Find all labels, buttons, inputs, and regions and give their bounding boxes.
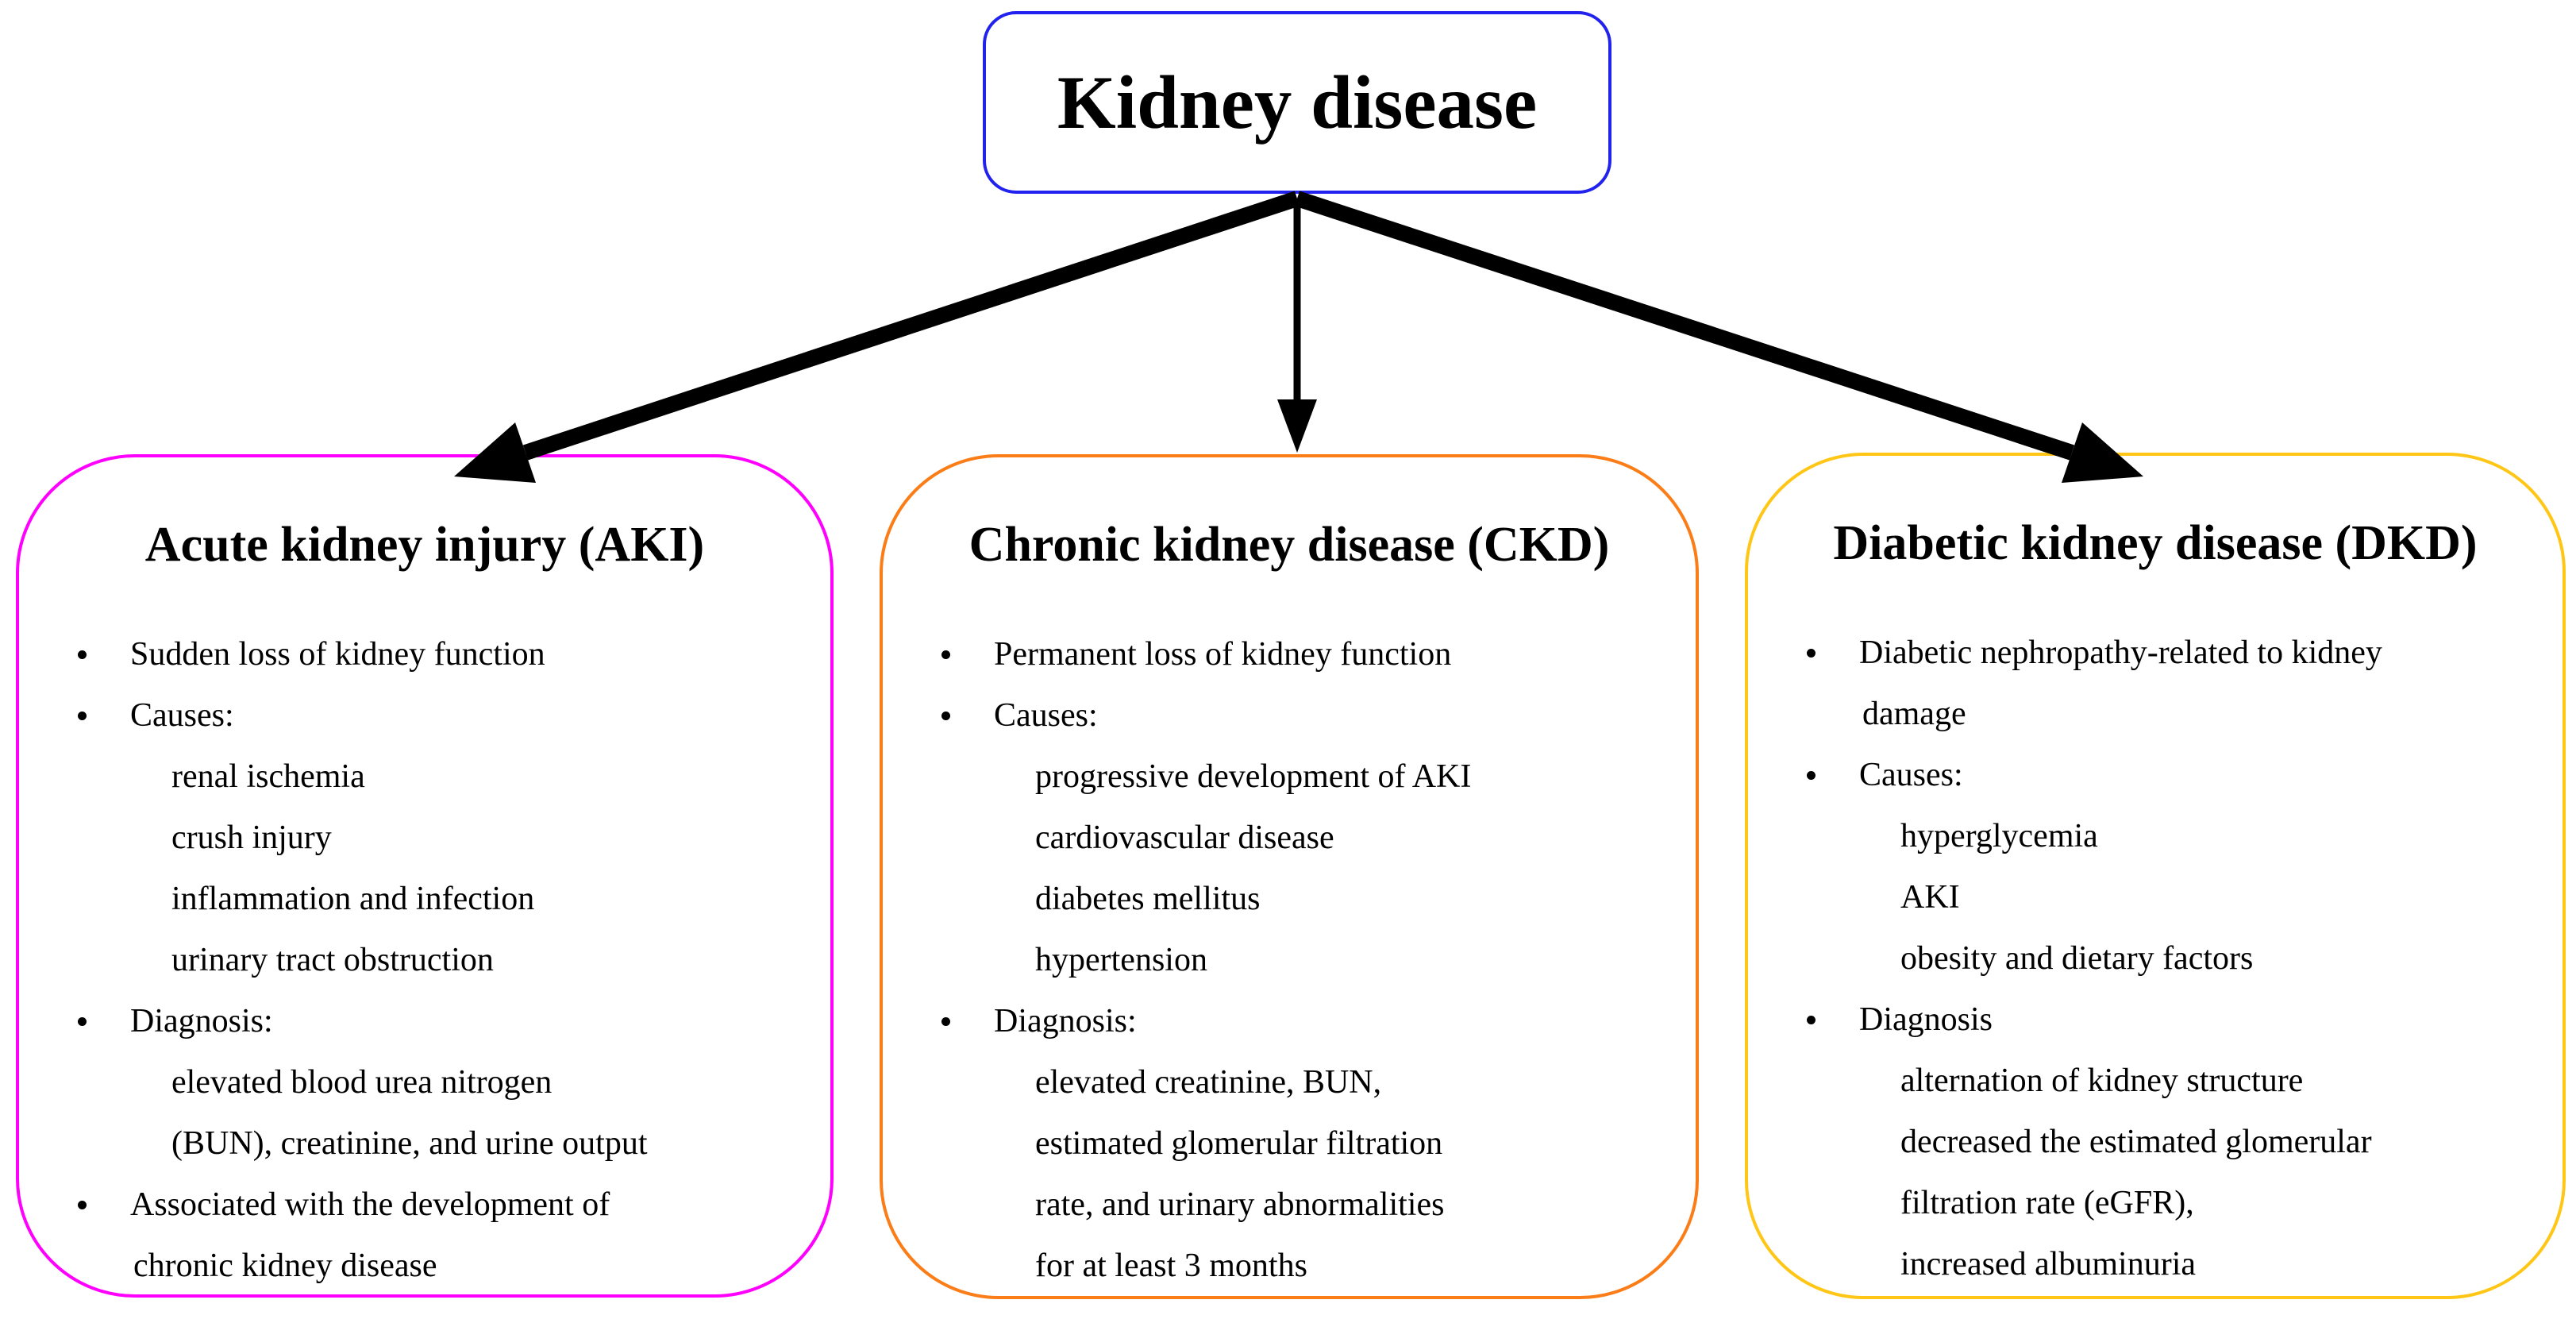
- list-item: Diagnosis: [1748, 989, 2563, 1051]
- list-item: Causes:: [883, 685, 1696, 746]
- branch-box-aki: Acute kidney injury (AKI) Sudden loss of…: [16, 454, 834, 1298]
- list-item: Diabetic nephropathy-related to kidney: [1748, 623, 2563, 684]
- list-item: estimated glomerular filtration: [1035, 1125, 1443, 1162]
- root-box-kidney-disease: Kidney disease: [983, 11, 1611, 194]
- list-item: alternation of kidney structure: [1900, 1063, 2304, 1099]
- list-item: Permanent loss of kidney function: [883, 624, 1696, 685]
- list-item: hypertension: [1035, 942, 1207, 978]
- list-item: urinary tract obstruction: [171, 942, 494, 978]
- list-item: AKI: [1900, 879, 1960, 916]
- branch-title-dkd: Diabetic kidney disease (DKD): [1833, 516, 2478, 570]
- list-item: cardiovascular disease: [1035, 820, 1334, 856]
- list-item: Causes:: [19, 685, 830, 746]
- list-item: hyperglycemia: [1900, 818, 2098, 854]
- list-item: filtration rate (eGFR),: [1900, 1185, 2194, 1221]
- arrow-down-icon: [1277, 199, 1317, 453]
- list-item: renal ischemia: [171, 758, 365, 795]
- list-item: diabetes mellitus: [1035, 881, 1261, 917]
- branch-list-ckd: Permanent loss of kidney function Causes…: [883, 624, 1696, 1297]
- arrow-down-left-icon: [454, 191, 1300, 483]
- arrow-down-right-icon: [1294, 191, 2143, 483]
- branch-list-aki: Sudden loss of kidney function Causes: r…: [19, 624, 830, 1297]
- list-item: Sudden loss of kidney function: [19, 624, 830, 685]
- list-item: (BUN), creatinine, and urine output: [171, 1125, 648, 1162]
- list-item: damage: [1862, 696, 1966, 732]
- list-item: progressive development of AKI: [1035, 758, 1472, 795]
- list-item: elevated blood urea nitrogen: [171, 1064, 553, 1101]
- list-item: rate, and urinary abnormalities: [1035, 1186, 1445, 1223]
- list-item: chronic kidney disease: [133, 1248, 437, 1284]
- list-item: obesity and dietary factors: [1900, 940, 2254, 977]
- branch-list-dkd: Diabetic nephropathy-related to kidney d…: [1748, 623, 2563, 1295]
- root-title: Kidney disease: [1057, 60, 1538, 145]
- list-item: crush injury: [171, 820, 332, 856]
- list-item: inflammation and infection: [171, 881, 535, 917]
- list-item: elevated creatinine, BUN,: [1035, 1064, 1382, 1101]
- list-item: for at least 3 months: [1035, 1248, 1307, 1284]
- branch-box-ckd: Chronic kidney disease (CKD) Permanent l…: [880, 454, 1699, 1299]
- list-item: Diagnosis:: [19, 991, 830, 1052]
- list-item: Causes:: [1748, 745, 2563, 806]
- list-item: Associated with the development of: [19, 1174, 830, 1236]
- branch-box-dkd: Diabetic kidney disease (DKD) Diabetic n…: [1745, 453, 2566, 1299]
- branch-title-ckd: Chronic kidney disease (CKD): [968, 518, 1610, 572]
- list-item: increased albuminuria: [1900, 1246, 2197, 1282]
- list-item: decreased the estimated glomerular: [1900, 1124, 2372, 1160]
- list-item: Diagnosis:: [883, 991, 1696, 1052]
- branch-title-aki: Acute kidney injury (AKI): [144, 518, 705, 572]
